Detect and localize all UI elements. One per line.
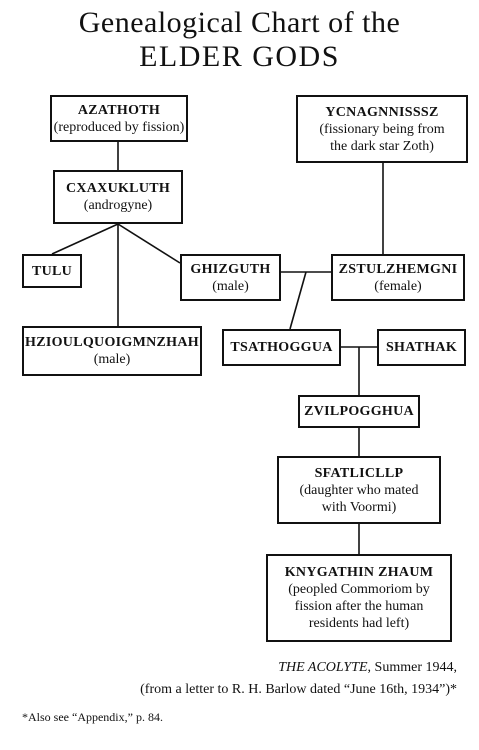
node-name: KNYGATHIN ZHAUM <box>284 565 434 580</box>
line-cxaxukluth-tulu <box>51 223 119 255</box>
node-zstulzhemgni: ZSTULZHEMGNI (female) <box>331 254 465 301</box>
node-knygathin-zhaum: KNYGATHIN ZHAUM (peopled Commoriom by fi… <box>266 554 452 642</box>
chart-title-line1: Genealogical Chart of the <box>78 6 401 39</box>
node-tulu: TULU <box>22 254 82 288</box>
node-note: (female) <box>374 278 422 294</box>
node-tsathoggua: TSATHOGGUA <box>222 329 341 366</box>
node-note: (peopled Commoriom by <box>288 582 430 597</box>
node-note: residents had left) <box>308 616 410 631</box>
node-name: AZATHOTH <box>77 102 161 118</box>
node-name: SHATHAK <box>385 340 458 355</box>
node-cxaxukluth: CXAXUKLUTH (androgyne) <box>53 170 183 224</box>
node-note: with Voormi) <box>321 499 397 515</box>
node-name: SFATLICLLP <box>314 465 404 481</box>
node-zvilpogghua: ZVILPOGGHUA <box>298 395 420 428</box>
source-title: THE ACOLYTE <box>278 660 368 675</box>
node-note: the dark star Zoth) <box>330 138 434 154</box>
node-name: TULU <box>31 263 73 279</box>
node-note: (male) <box>93 352 131 367</box>
node-note: (reproduced by fission) <box>53 119 185 135</box>
node-name: YCNAGNNISSSZ <box>325 104 439 120</box>
source-date: , Summer 1944, <box>367 660 457 675</box>
node-note: (androgyne) <box>83 198 153 213</box>
node-ghizguth: GHIZGUTH (male) <box>180 254 281 301</box>
node-name: GHIZGUTH <box>190 261 271 277</box>
node-sfatlicllp: SFATLICLLP (daughter who mated with Voor… <box>277 456 441 524</box>
node-name: CXAXUKLUTH <box>65 181 171 196</box>
line-cxaxukluth-ghizguth <box>117 223 181 264</box>
node-note: fission after the human <box>294 599 424 614</box>
node-note: (fissionary being from <box>319 121 445 137</box>
node-name: HZIOULQUOIGMNZHAH <box>25 335 199 350</box>
node-name: TSATHOGGUA <box>230 340 333 355</box>
node-note: (daughter who mated <box>299 482 419 498</box>
source-caption: THE ACOLYTE, Summer 1944, <box>278 660 457 676</box>
line-marriage-tsathoggua <box>289 271 307 330</box>
node-shathak: SHATHAK <box>377 329 466 366</box>
node-note: (male) <box>212 278 249 294</box>
footnote: *Also see “Appendix,” p. 84. <box>22 710 163 724</box>
letter-caption: (from a letter to R. H. Barlow dated “Ju… <box>140 682 457 697</box>
chart-title-line2: ELDER GODS <box>139 40 340 73</box>
node-azathoth: AZATHOTH (reproduced by fission) <box>50 95 188 142</box>
node-ycnagnnisssz: YCNAGNNISSSZ (fissionary being from the … <box>296 95 468 163</box>
node-hzioulquoigmnzhah: HZIOULQUOIGMNZHAH (male) <box>22 326 202 376</box>
node-name: ZVILPOGGHUA <box>304 404 414 419</box>
node-name: ZSTULZHEMGNI <box>338 261 458 277</box>
